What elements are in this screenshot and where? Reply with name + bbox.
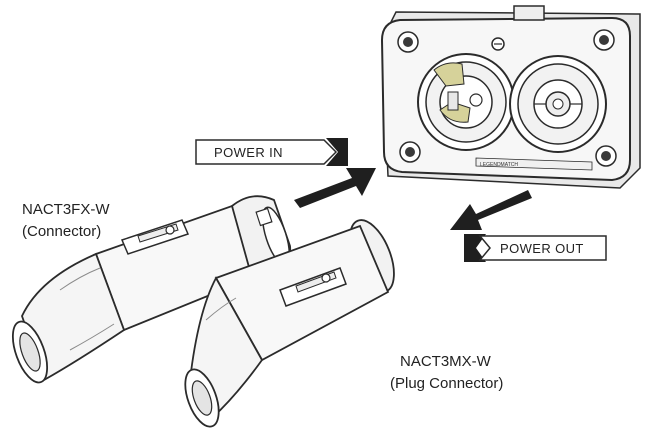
mount-hole-top-left xyxy=(397,31,419,53)
male-model-label: NACT3MX-W xyxy=(400,353,492,370)
power-in-tag: POWER IN xyxy=(195,138,348,166)
mount-hole-bottom-right xyxy=(595,145,617,167)
arrow-from-panel-icon xyxy=(450,190,532,230)
female-model-label: NACT3FX-W xyxy=(22,201,110,218)
panel-socket-out xyxy=(509,55,607,153)
arrow-to-panel-icon xyxy=(294,168,376,208)
male-latch-icon xyxy=(279,267,347,307)
mount-hole-top-right xyxy=(593,29,615,51)
female-latch-icon xyxy=(120,219,190,255)
mount-hole-bottom-left xyxy=(399,141,421,163)
male-connector xyxy=(184,219,395,428)
panel-socket-in xyxy=(417,53,515,151)
female-type-label: (Connector) xyxy=(22,223,101,240)
power-out-tag: POWER OUT xyxy=(464,234,607,262)
chassis-panel: LEGENDMATCH xyxy=(380,5,641,189)
power-in-label: POWER IN xyxy=(214,145,283,160)
female-connector xyxy=(11,195,292,384)
male-type-label: (Plug Connector) xyxy=(390,375,503,392)
panel-brand-label: LEGENDMATCH xyxy=(480,162,518,168)
power-out-label: POWER OUT xyxy=(500,241,584,256)
